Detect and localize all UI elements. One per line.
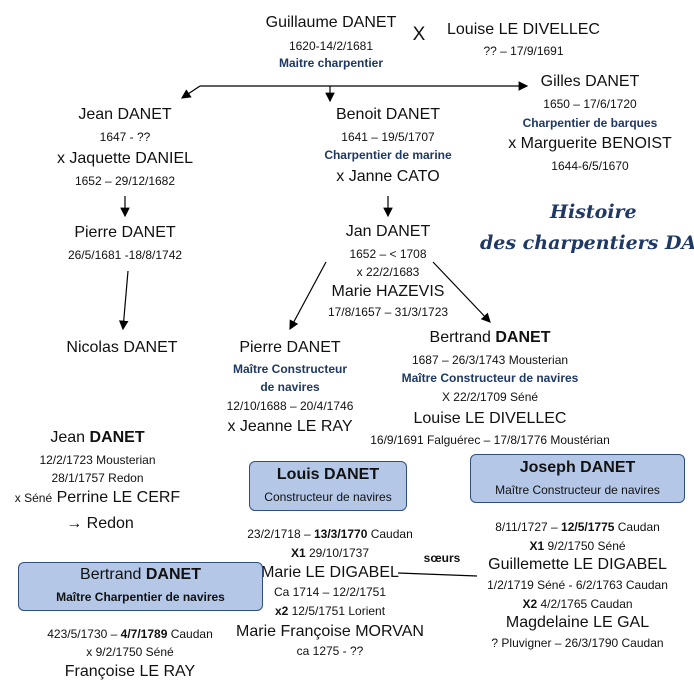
guillaume-dates: 1620-14/2/1681 xyxy=(288,39,374,53)
marriage-x: X xyxy=(412,24,426,45)
bertrand2-spouse: Françoise LE RAY xyxy=(64,663,196,680)
joseph-x2: X2 4/2/1765 Caudan xyxy=(522,597,633,611)
jan-spouse: Marie HAZEVIS xyxy=(331,283,445,300)
benoit-dates: 1641 – 19/5/1707 xyxy=(341,130,435,144)
arrow-to-bertrand1 xyxy=(432,261,491,323)
jean2-dates: 12/2/1723 Mousterian xyxy=(39,453,156,467)
gilles-role: Charpentier de barques xyxy=(522,116,658,130)
arrow-to-pierre2 xyxy=(289,261,327,331)
louis-x2: x2 12/5/1751 Lorient xyxy=(274,604,386,618)
pierre2-name: Pierre DANET xyxy=(239,339,341,356)
joseph-x1: X1 9/2/1750 Séné xyxy=(529,539,626,553)
bertrand2-role: Maître Charpentier de navires xyxy=(56,590,225,604)
bertrand2-name: Bertrand DANET xyxy=(80,566,201,583)
gilles-name: Gilles DANET xyxy=(540,73,640,90)
joseph-name: Joseph DANET xyxy=(519,459,636,476)
jean1-spouse-dates: 1652 – 29/12/1682 xyxy=(74,174,176,188)
pierre2-role2: de navires xyxy=(260,380,320,394)
guillaume-role: Maitre charpentier xyxy=(278,56,384,70)
jan-marriage: x 22/2/1683 xyxy=(356,265,420,279)
jan-spouse-dates: 17/8/1657 – 31/3/1723 xyxy=(327,305,449,319)
louis-spouse1-dates: Ca 1714 – 12/2/1751 xyxy=(273,585,387,599)
bertrand1-spouse-dates: 16/9/1691 Falguérec – 17/8/1776 Moustéri… xyxy=(370,433,610,447)
jean2-spouse: x Séné Perrine LE CERF xyxy=(14,489,181,506)
jean2-name: Jean DANET xyxy=(50,429,145,446)
jean1-name: Jean DANET xyxy=(78,106,172,123)
joseph-role: Maître Constructeur de navires xyxy=(495,483,660,497)
bertrand1-role: Maître Constructeur de navires xyxy=(401,371,579,385)
benoit-role: Charpentier de marine xyxy=(324,148,452,162)
joseph-spouse2: Magdelaine LE GAL xyxy=(505,614,650,631)
louise1-dates: ?? – 17/9/1691 xyxy=(483,44,564,58)
joseph-dates: 8/11/1727 – 12/5/1775 Caudan xyxy=(495,520,660,534)
jan-dates: 1652 – < 1708 xyxy=(349,247,427,261)
jean1-spouse: x Jaquette DANIEL xyxy=(56,150,194,167)
pierre2-role1: Maître Constructeur xyxy=(232,362,348,376)
jean2-place: → Redon xyxy=(66,515,134,532)
jan-name: Jan DANET xyxy=(345,223,431,240)
joseph-spouse1: Guillemette LE DIGABEL xyxy=(488,556,667,573)
soeurs-label: sœurs xyxy=(423,551,461,565)
joseph-spouse1-dates: 1/2/1719 Séné - 6/2/1763 Caudan xyxy=(487,578,668,592)
jean2-death: 28/1/1757 Redon xyxy=(51,471,144,485)
louis-box xyxy=(249,461,407,511)
right-arrow-icon: → xyxy=(66,515,83,532)
gilles-spouse: x Marguerite BENOIST xyxy=(508,135,672,152)
bertrand2-marriage: x 9/2/1750 Séné xyxy=(86,645,174,659)
louis-spouse1: Marie LE DIGABEL xyxy=(261,564,399,581)
bertrand1-marriage: X 22/2/1709 Séné xyxy=(441,390,539,404)
title-line2: des charpentiers DANET xyxy=(480,232,694,254)
bertrand2-box xyxy=(18,562,263,611)
title-line1: Histoire xyxy=(550,201,637,223)
arrow-to-nicolas xyxy=(118,270,129,331)
nicolas-name: Nicolas DANET xyxy=(66,339,178,356)
louis-name: Louis DANET xyxy=(276,466,380,483)
louis-spouse2-dates: ca 1275 - ?? xyxy=(296,644,364,658)
louis-role: Constructeur de navires xyxy=(264,490,392,504)
bertrand1-spouse: Louise LE DIVELLEC xyxy=(413,410,567,427)
pierre1-dates: 26/5/1681 -18/8/1742 xyxy=(67,248,183,262)
jean1-dates: 1647 - ?? xyxy=(99,130,151,144)
benoit-spouse: x Janne CATO xyxy=(336,168,440,185)
joseph-box xyxy=(470,454,685,503)
gilles-spouse-dates: 1644-6/5/1670 xyxy=(551,159,629,173)
bertrand1-dates: 1687 – 26/3/1743 Mousterian xyxy=(411,353,569,367)
louise1-name: Louise LE DIVELLEC xyxy=(447,21,600,38)
soeurs-link xyxy=(397,572,478,577)
arrow-to-jean-tip xyxy=(181,85,201,99)
guillaume-name: Guillaume DANET xyxy=(265,14,397,31)
louis-x1: X1 29/10/1737 xyxy=(290,546,370,560)
bertrand1-name: Bertrand DANET xyxy=(429,329,551,346)
pierre1-name: Pierre DANET xyxy=(74,224,176,241)
bertrand2-dates: 423/5/1730 – 4/7/1789 Caudan xyxy=(47,627,213,641)
pierre2-spouse: x Jeanne LE RAY xyxy=(227,418,353,435)
joseph-spouse2-dates: ? Pluvigner – 26/3/1790 Caudan xyxy=(491,636,664,650)
pierre2-dates: 12/10/1688 – 20/4/1746 xyxy=(226,399,354,413)
gilles-dates: 1650 – 17/6/1720 xyxy=(543,97,637,111)
louis-spouse2: Marie Françoise MORVAN xyxy=(236,623,424,640)
benoit-name: Benoit DANET xyxy=(335,106,441,123)
louis-dates: 23/2/1718 – 13/3/1770 Caudan xyxy=(247,527,413,541)
